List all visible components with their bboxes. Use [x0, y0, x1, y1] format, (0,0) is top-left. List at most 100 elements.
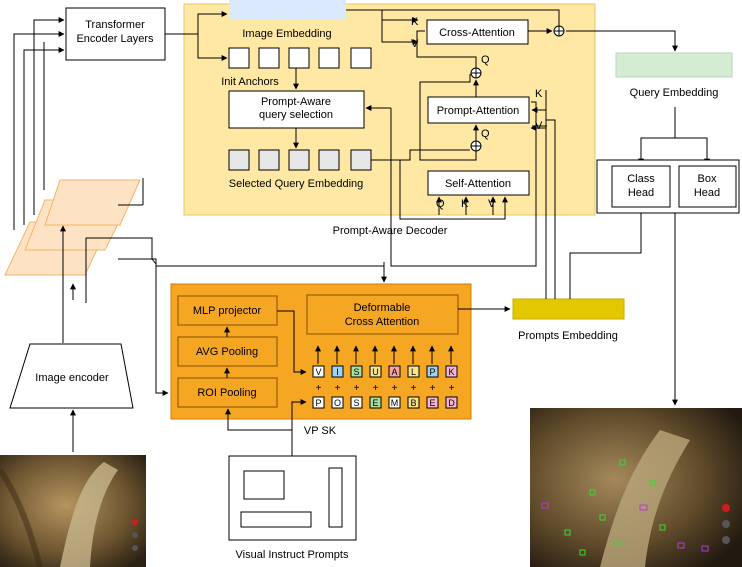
- prompt-shape-b: [240, 511, 312, 528]
- token-group: V + I + S + U + A + L + P + K + P O S E M B E D: [312, 345, 458, 409]
- visual-token: S: [353, 367, 359, 377]
- visual-token: L: [411, 367, 416, 377]
- position-token-box: [350, 396, 363, 409]
- transformer-encoder-box: [65, 7, 166, 61]
- letter-q-prompt: Q: [481, 128, 490, 140]
- image-encoder-shape: [9, 343, 134, 409]
- position-token: M: [391, 398, 399, 408]
- visual-token-box: [312, 365, 325, 378]
- token-plus: +: [354, 383, 360, 394]
- init-anchors-row: [228, 47, 372, 69]
- visual-token-box: [369, 365, 382, 378]
- position-token-box: [407, 396, 420, 409]
- image-embedding-label: Image Embedding: [242, 28, 331, 40]
- roi-pooling-label: ROI Pooling: [197, 387, 256, 399]
- position-token: P: [315, 398, 321, 408]
- visual-token: P: [429, 367, 435, 377]
- position-token: B: [410, 398, 416, 408]
- feature-map-stack: [4, 179, 141, 276]
- position-token-box: [331, 396, 344, 409]
- token-plus: +: [316, 383, 322, 394]
- position-token-box: [388, 396, 401, 409]
- letter-k-self: K: [461, 198, 469, 210]
- mlp-projector-label: MLP projector: [193, 305, 262, 317]
- letter-k-prompt: K: [535, 88, 543, 100]
- box-head-box: [678, 165, 737, 208]
- position-token-box: [369, 396, 382, 409]
- vp-arrows: [224, 306, 511, 456]
- visual-token-box: [445, 365, 458, 378]
- prompt-attention-box: [427, 96, 530, 124]
- letter-v-self: V: [488, 198, 496, 210]
- avg-pooling-label: AVG Pooling: [196, 346, 258, 358]
- cross-attention-box: [426, 19, 529, 45]
- cross-attention-label: Cross-Attention: [439, 27, 515, 39]
- roi-pooling-box: [177, 377, 278, 408]
- position-token: D: [448, 398, 455, 408]
- token-plus: +: [335, 383, 341, 394]
- visual-token-box: [331, 365, 344, 378]
- prompt-emb-arrows: [530, 90, 644, 299]
- token-plus: +: [430, 383, 436, 394]
- encoder-arrows: [13, 11, 228, 230]
- endoscope-input-image: [0, 455, 146, 567]
- letter-q-cross: Q: [481, 54, 490, 66]
- visual-token-box: [350, 365, 363, 378]
- image-embedding-bar: [229, 0, 346, 19]
- token-plus: +: [392, 383, 398, 394]
- vp-sk-label: VP SK: [304, 425, 337, 437]
- selected-query-label: Selected Query Embedding: [229, 178, 364, 190]
- position-token: O: [334, 398, 341, 408]
- visual-token: U: [372, 367, 379, 377]
- prompt-attention-label: Prompt-Attention: [437, 105, 520, 117]
- visual-token-box: [426, 365, 439, 378]
- prompt-shape-a: [243, 470, 285, 500]
- visual-token-box: [388, 365, 401, 378]
- self-attention-box: [427, 170, 530, 196]
- adder-middle: [470, 67, 482, 79]
- deformable-attention-box: [306, 294, 459, 335]
- mlp-projector-box: [177, 295, 278, 326]
- token-plus: +: [411, 383, 417, 394]
- letter-v-cross: V: [411, 38, 419, 50]
- position-token: S: [353, 398, 359, 408]
- decoder-label: Prompt-Aware Decoder: [333, 225, 448, 237]
- feature-arrows: [60, 178, 387, 396]
- query-selection-box: [228, 90, 365, 129]
- prompt-shape-c: [328, 467, 343, 528]
- visual-token: K: [448, 367, 454, 377]
- position-token-box: [445, 396, 458, 409]
- class-head-box: [611, 165, 671, 208]
- decoder-output-arrow: [566, 30, 678, 52]
- letter-k-cross: K: [411, 16, 419, 28]
- avg-pooling-box: [177, 336, 278, 367]
- query-embedding-bar: [615, 52, 733, 78]
- query-embedding-label: Query Embedding: [630, 87, 719, 99]
- adder-top: [553, 25, 565, 37]
- visual-token: I: [336, 367, 339, 377]
- position-token-box: [426, 396, 439, 409]
- self-attention-label: Self-Attention: [445, 178, 511, 190]
- position-token: E: [429, 398, 435, 408]
- letter-q-self: Q: [436, 198, 445, 210]
- token-plus: +: [373, 383, 379, 394]
- prompts-embedding-label: Prompts Embedding: [518, 330, 618, 342]
- query-to-box-arrow: [675, 137, 710, 165]
- image-encoder-label: Image encoder: [35, 372, 109, 384]
- visual-token: A: [391, 367, 397, 377]
- position-token-box: [312, 396, 325, 409]
- visual-prompts-label: Visual Instruct Prompts: [236, 549, 349, 561]
- visual-token: V: [315, 367, 321, 377]
- prompts-embedding-bar: [512, 298, 625, 320]
- position-token: E: [372, 398, 378, 408]
- token-plus: +: [449, 383, 455, 394]
- query-to-class-arrow: [638, 107, 676, 165]
- endoscope-output-image: [530, 408, 742, 567]
